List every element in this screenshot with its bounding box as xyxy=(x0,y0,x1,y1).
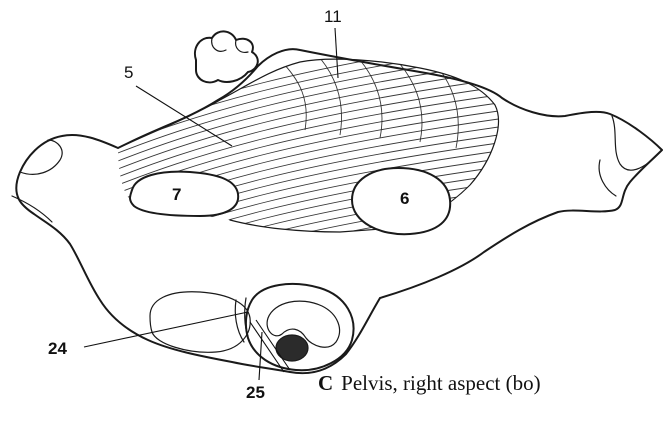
tuberosity-detail-2 xyxy=(236,40,248,52)
caption-letter: C xyxy=(318,371,333,395)
ischial-line xyxy=(12,196,52,222)
figure-caption: C Pelvis, right aspect (bo) xyxy=(318,372,541,394)
label-6: 6 xyxy=(400,190,409,207)
foramen-7 xyxy=(130,172,238,216)
pubic-inner-line xyxy=(599,160,616,196)
iliac-tuberosity xyxy=(195,31,258,82)
leader-24 xyxy=(84,312,248,347)
label-7: 7 xyxy=(172,186,181,203)
label-24: 24 xyxy=(48,340,67,357)
caption-text: Pelvis, right aspect (bo) xyxy=(341,371,540,395)
label-25: 25 xyxy=(246,384,265,401)
tuberosity-detail xyxy=(212,38,226,51)
label-5: 5 xyxy=(124,64,133,81)
leader-11 xyxy=(335,28,338,78)
acetabular-rim-2 xyxy=(235,300,244,342)
leader-5 xyxy=(136,86,232,146)
label-11: 11 xyxy=(324,8,342,25)
